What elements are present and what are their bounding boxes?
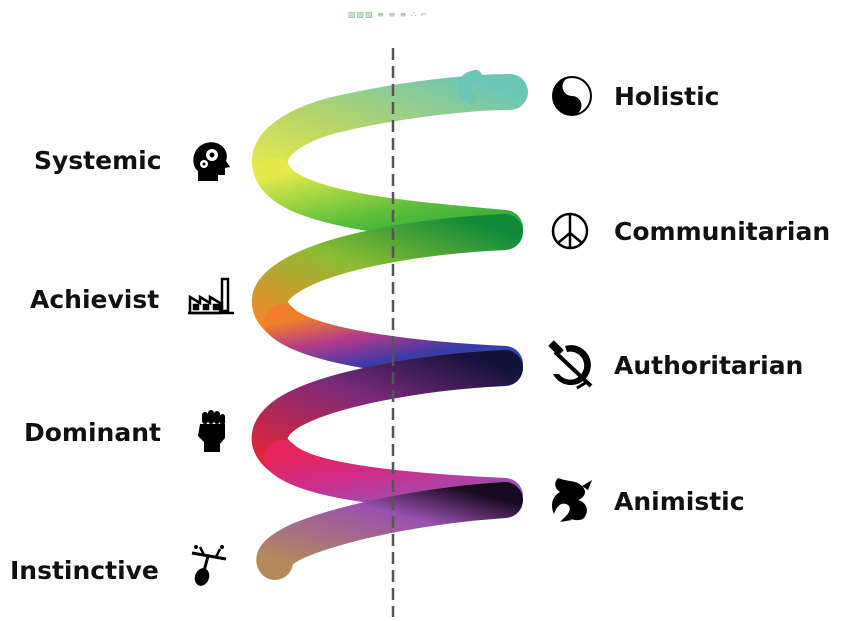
label-achievist: Achievist: [30, 285, 160, 314]
label-communitarian: Communitarian: [614, 217, 831, 246]
label-systemic: Systemic: [34, 146, 162, 175]
label-animistic: Animistic: [614, 487, 745, 516]
label-instinctive: Instinctive: [10, 556, 159, 585]
spiral-segment-holistic-systemic: [252, 74, 528, 193]
label-holistic: Holistic: [614, 82, 720, 111]
factory-icon: [188, 277, 234, 315]
dragon-icon: [552, 478, 592, 522]
peace-icon: [551, 212, 589, 250]
label-authoritarian: Authoritarian: [614, 351, 804, 380]
spiral-segment-authoritarian-dominant: [251, 350, 523, 476]
fist-icon: [198, 410, 225, 452]
label-dominant: Dominant: [24, 418, 161, 447]
spiral-segment-animistic-instinctive: [256, 482, 523, 580]
spiral-segment-communitarian-achievist: [252, 214, 523, 340]
yin-yang-icon: [552, 76, 592, 116]
watermark: ▨▨▨ ≡ ≡ ≡ ∴ ⌐: [348, 10, 429, 19]
head-gears-icon: [193, 142, 230, 181]
tree-branch-icon: [191, 545, 227, 586]
hammer-sickle-icon: [548, 340, 593, 390]
